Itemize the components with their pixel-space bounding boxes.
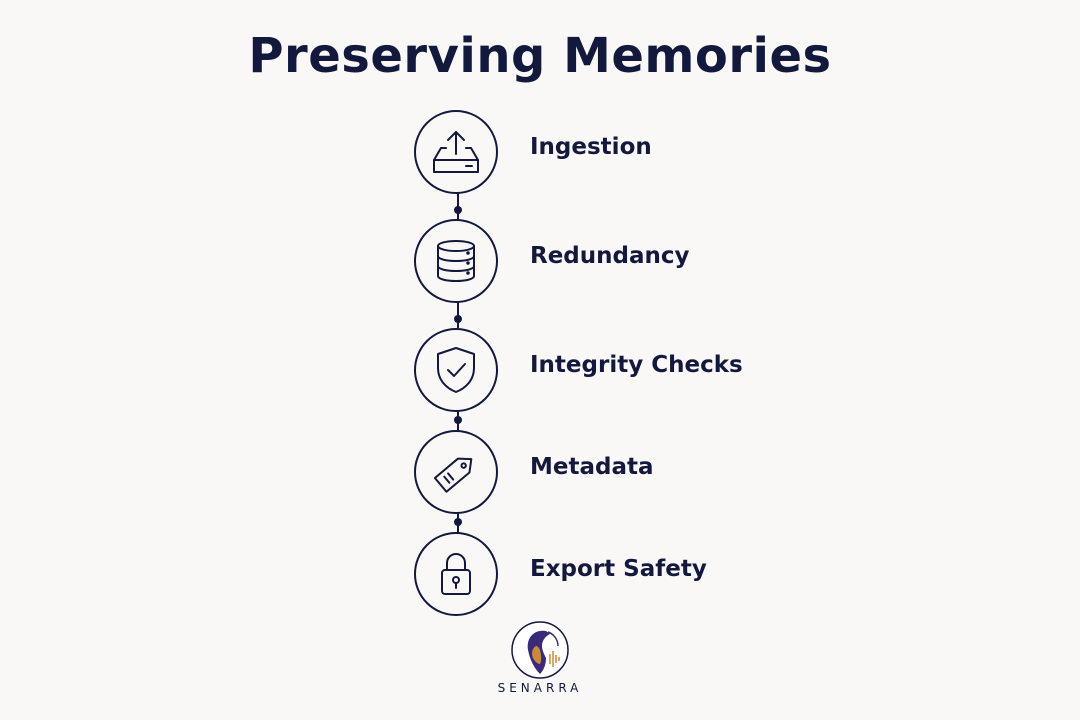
step-circle <box>414 110 498 194</box>
connector-dot <box>454 518 462 526</box>
step-circle <box>414 328 498 412</box>
step-label: Export Safety <box>530 556 707 582</box>
step-ingestion: Ingestion <box>414 110 914 194</box>
connector-dot <box>454 416 462 424</box>
shield-check-icon <box>437 347 475 393</box>
step-circle <box>414 532 498 616</box>
lock-icon <box>441 553 471 595</box>
tag-icon <box>433 457 473 493</box>
step-metadata: Metadata <box>414 430 914 514</box>
step-label: Ingestion <box>530 134 652 160</box>
step-label: Redundancy <box>530 243 690 269</box>
brand-name: SENARRA <box>497 681 583 695</box>
step-circle <box>414 430 498 514</box>
senarra-logo-icon <box>511 621 569 679</box>
step-integrity-checks: Integrity Checks <box>414 328 914 412</box>
step-label: Integrity Checks <box>530 352 743 378</box>
connector-line <box>457 301 459 328</box>
step-circle <box>414 219 498 303</box>
database-icon <box>437 240 475 282</box>
step-redundancy: Redundancy <box>414 219 914 303</box>
step-export-safety: Export Safety <box>414 532 914 616</box>
connector-dot <box>454 315 462 323</box>
upload-tray-icon <box>433 131 479 173</box>
connector-dot <box>454 206 462 214</box>
step-label: Metadata <box>530 454 654 480</box>
page-title: Preserving Memories <box>248 28 832 84</box>
